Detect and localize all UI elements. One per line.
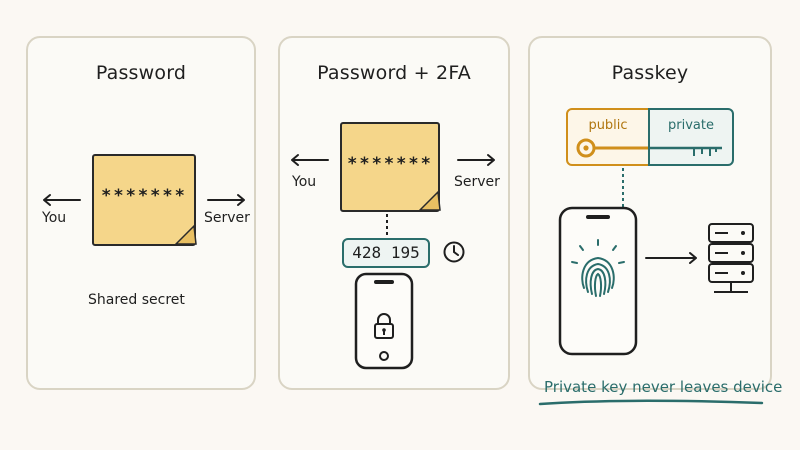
arrow-right-icon — [207, 194, 245, 206]
server-label: Server — [454, 174, 500, 190]
secret-mask: ******* — [347, 154, 433, 174]
passkey-panel: Passkey public private — [528, 36, 772, 390]
passkey-title: Passkey — [611, 62, 689, 84]
dotted-connector — [386, 214, 388, 238]
key-icon — [576, 138, 722, 158]
secret-note: ******* — [92, 154, 196, 246]
arrow-left-icon — [43, 194, 81, 206]
you-label: You — [292, 174, 317, 190]
public-label: public — [588, 118, 628, 133]
secret-note: ******* — [340, 122, 440, 212]
passkey-footer: Private key never leaves device — [544, 378, 783, 396]
arrow-right-icon — [457, 154, 495, 166]
secret-mask: ******* — [101, 186, 187, 206]
private-key-box: private — [648, 108, 734, 166]
public-key-box: public — [566, 108, 650, 166]
otp-code: 428 195 — [342, 238, 430, 268]
server-icon — [708, 223, 754, 293]
lock-icon — [374, 313, 394, 339]
footer-underline — [538, 399, 764, 406]
note-curl — [174, 224, 197, 245]
shared-secret-caption: Shared secret — [88, 292, 185, 308]
password-title: Password — [95, 62, 187, 84]
server-label: Server — [204, 210, 250, 226]
phone-icon — [354, 272, 414, 370]
password-panel: Password ******* You Server Shared secre… — [26, 36, 256, 390]
twofa-panel: Password + 2FA ******* You Server 428 19… — [278, 36, 510, 390]
arrow-left-icon — [291, 154, 329, 166]
dotted-connector — [622, 168, 624, 208]
twofa-title: Password + 2FA — [317, 62, 471, 84]
note-curl — [418, 190, 441, 211]
clock-icon — [443, 241, 465, 263]
phone-icon — [558, 206, 638, 356]
arrow-right-icon — [645, 252, 697, 264]
fingerprint-icon — [571, 239, 625, 297]
private-label: private — [668, 118, 714, 133]
you-label: You — [42, 210, 67, 226]
